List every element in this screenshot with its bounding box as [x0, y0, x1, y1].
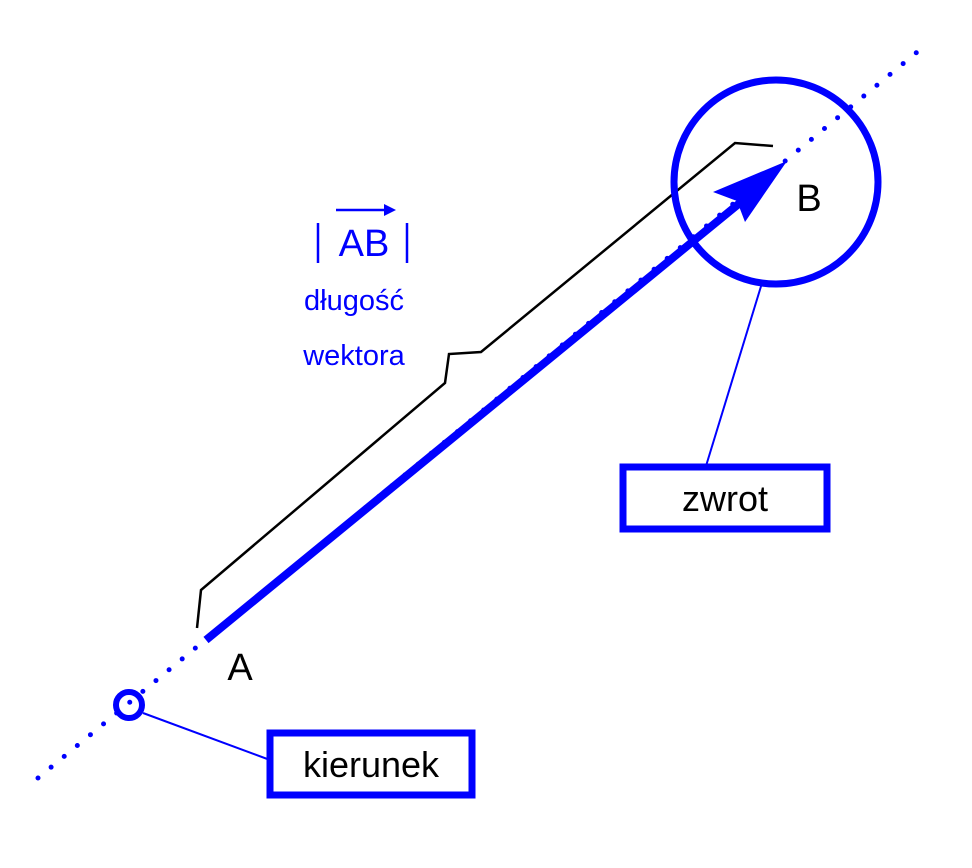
point-b-label: B — [796, 178, 821, 220]
point-a-label: A — [227, 647, 253, 689]
direction-box-label: kierunek — [303, 744, 440, 785]
direction-leader-line — [142, 712, 271, 761]
sense-box-label: zwrot — [682, 478, 768, 519]
magnitude-caption-line2: wektora — [302, 340, 405, 372]
magnitude-symbol: AB — [339, 223, 390, 265]
direction-box — [266, 729, 476, 799]
length-bracket — [195, 141, 774, 629]
vector-shaft — [203, 189, 755, 644]
sense-box — [619, 463, 831, 533]
vector-over-arrow-head — [384, 204, 396, 216]
direction-ring — [113, 689, 145, 721]
vector-arrowhead — [713, 161, 787, 222]
magnitude-caption-line1: długość — [304, 285, 404, 317]
sense-leader-line — [705, 282, 763, 467]
sense-circle — [670, 76, 882, 288]
